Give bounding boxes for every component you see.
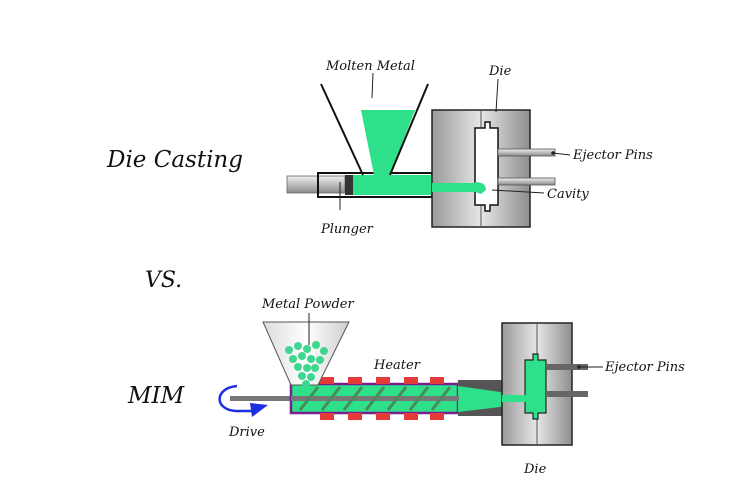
die-runner (432, 183, 476, 192)
leader-die (495, 78, 499, 113)
die-casting-title: Die Casting (106, 147, 243, 173)
leader-mim-ejector-dot (577, 365, 581, 369)
label-heater: Heater (373, 358, 421, 373)
pour-funnel-right (389, 83, 429, 176)
leader-molten-metal (371, 72, 374, 99)
screw-flights (298, 386, 452, 411)
metal-entering-cavity (475, 182, 486, 194)
die-cavity (474, 121, 499, 212)
pour-funnel (320, 83, 364, 176)
plunger-head (345, 175, 353, 195)
heater-bands-top (320, 377, 444, 384)
mim-ejector-pin-upper (546, 364, 588, 370)
leader-ejector-dot (551, 151, 555, 155)
die-casting-diagram: Molten Metal Die Ejector Pins Cavity Plu… (286, 59, 653, 237)
metal-powder-particles (285, 341, 328, 388)
ejector-pin-lower (497, 177, 556, 186)
molten-metal-fill (353, 110, 480, 195)
leader-ejector-pins (552, 152, 571, 156)
drive-rotation-arrow (218, 384, 256, 413)
ejector-pin-upper (497, 148, 556, 157)
label-plunger: Plunger (320, 222, 374, 237)
powder-hopper (262, 321, 350, 386)
label-ejector-pins-top: Ejector Pins (572, 148, 653, 163)
mim-mold-cavity (524, 353, 547, 420)
drive-shaft (230, 396, 292, 401)
label-ejector-pins-bottom: Ejector Pins (604, 360, 685, 375)
label-metal-powder: Metal Powder (261, 297, 354, 312)
heater-bands-bottom (320, 413, 444, 420)
versus-label: VS. (145, 268, 182, 293)
mim-ejector-pin-lower (546, 391, 588, 397)
leader-cavity (491, 189, 545, 194)
label-cavity: Cavity (547, 187, 589, 202)
label-drive: Drive (228, 425, 265, 440)
label-molten-metal: Molten Metal (325, 59, 415, 74)
plunger-rod (286, 175, 346, 194)
mim-sprue (502, 395, 526, 402)
label-die-bottom: Die (523, 462, 547, 477)
mim-title: MIM (127, 383, 186, 409)
drive-arrowhead (250, 403, 268, 417)
mim-diagram: Metal Powder Heater Ejector Pins Drive D… (218, 297, 685, 477)
label-die-top: Die (488, 64, 512, 79)
